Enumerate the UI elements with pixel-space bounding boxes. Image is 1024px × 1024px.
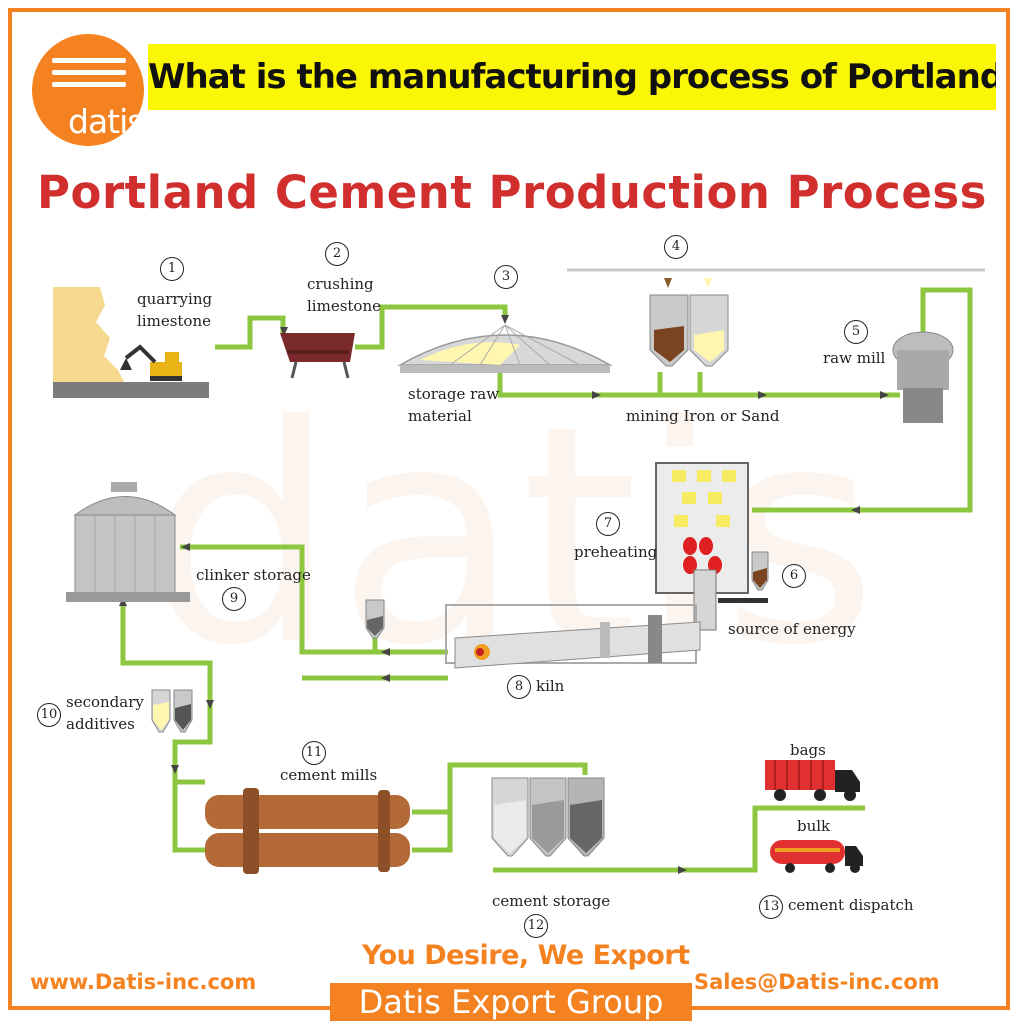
kiln-feed-hopper-illustration xyxy=(365,599,385,639)
pipe-mill2-out xyxy=(412,812,453,853)
preheater-illustration xyxy=(655,462,749,631)
step-number-4: 4 xyxy=(664,235,688,259)
step-number-8: 8 xyxy=(507,675,531,699)
pipe-silos-to-dispatch xyxy=(493,805,865,873)
bulk-tanker-icon xyxy=(770,840,863,873)
step-label-kiln: kiln xyxy=(536,677,565,695)
pipe-crusher-to-storage xyxy=(355,304,508,350)
energy-hopper-illustration xyxy=(718,551,769,603)
group-name-banner: Datis Export Group xyxy=(330,983,692,1021)
pipe-quarry-to-crusher xyxy=(215,315,286,350)
step-label-crushing: crushing limestone xyxy=(307,275,381,315)
step-number-6: 6 xyxy=(782,564,806,588)
pipe-mills-to-silos xyxy=(412,762,588,815)
logo-lines-icon xyxy=(52,58,126,94)
step-label-energy: source of energy xyxy=(728,620,856,638)
storage-dome-illustration xyxy=(397,324,613,373)
pipe-mill2-feed xyxy=(172,782,205,853)
additive-hoppers-illustration xyxy=(151,689,193,733)
flow-arrows xyxy=(119,315,889,874)
email-link[interactable]: Sales@Datis-inc.com xyxy=(694,970,940,994)
tagline: You Desire, We Export xyxy=(362,940,690,971)
crusher-illustration xyxy=(280,333,355,379)
datis-logo: datis xyxy=(32,34,144,146)
cement-silos-illustration xyxy=(491,777,605,857)
hoppers-illustration xyxy=(649,278,729,367)
step-label-preheating: preheating xyxy=(574,543,658,561)
page-title: Portland Cement Production Process xyxy=(37,166,987,219)
step-label-cement-storage: cement storage xyxy=(492,892,611,910)
step-number-7: 7 xyxy=(596,512,620,536)
step-label-additives: secondary additives xyxy=(66,693,144,733)
step-number-11: 11 xyxy=(302,741,326,765)
step-label-storage-raw: storage raw material xyxy=(408,385,500,425)
step-number-12: 12 xyxy=(524,914,548,938)
kiln-illustration xyxy=(445,604,701,669)
step-number-1: 1 xyxy=(160,257,184,281)
step-label-raw-mill: raw mill xyxy=(823,349,886,367)
website-link[interactable]: www.Datis-inc.com xyxy=(30,970,257,994)
step-number-10: 10 xyxy=(37,703,61,727)
step-label-mining: mining Iron or Sand xyxy=(626,407,780,425)
raw-mill-illustration xyxy=(892,331,954,423)
quarry-illustration xyxy=(53,287,209,398)
logo-text: datis xyxy=(68,102,144,141)
pipe-rawmill-to-preheater xyxy=(752,287,973,513)
conveyor-pipes xyxy=(120,287,973,873)
step-label-dispatch: cement dispatch xyxy=(788,896,914,914)
clinker-silo-illustration xyxy=(66,482,190,602)
step-number-5: 5 xyxy=(844,320,868,344)
cement-mills-illustration xyxy=(205,788,410,874)
step-number-9: 9 xyxy=(222,587,246,611)
dispatch-label-bulk: bulk xyxy=(797,817,831,835)
step-label-cement-mills: cement mills xyxy=(280,766,378,784)
excavator-icon xyxy=(120,344,182,381)
bag-truck-icon xyxy=(765,760,860,801)
step-number-2: 2 xyxy=(325,242,349,266)
question-banner: What is the manufacturing process of Por… xyxy=(148,44,996,110)
step-label-quarrying: quarrying limestone xyxy=(137,290,213,330)
step-number-3: 3 xyxy=(494,265,518,289)
step-number-13: 13 xyxy=(759,895,783,919)
dispatch-label-bags: bags xyxy=(790,741,826,759)
step-label-clinker: clinker storage xyxy=(196,566,311,584)
